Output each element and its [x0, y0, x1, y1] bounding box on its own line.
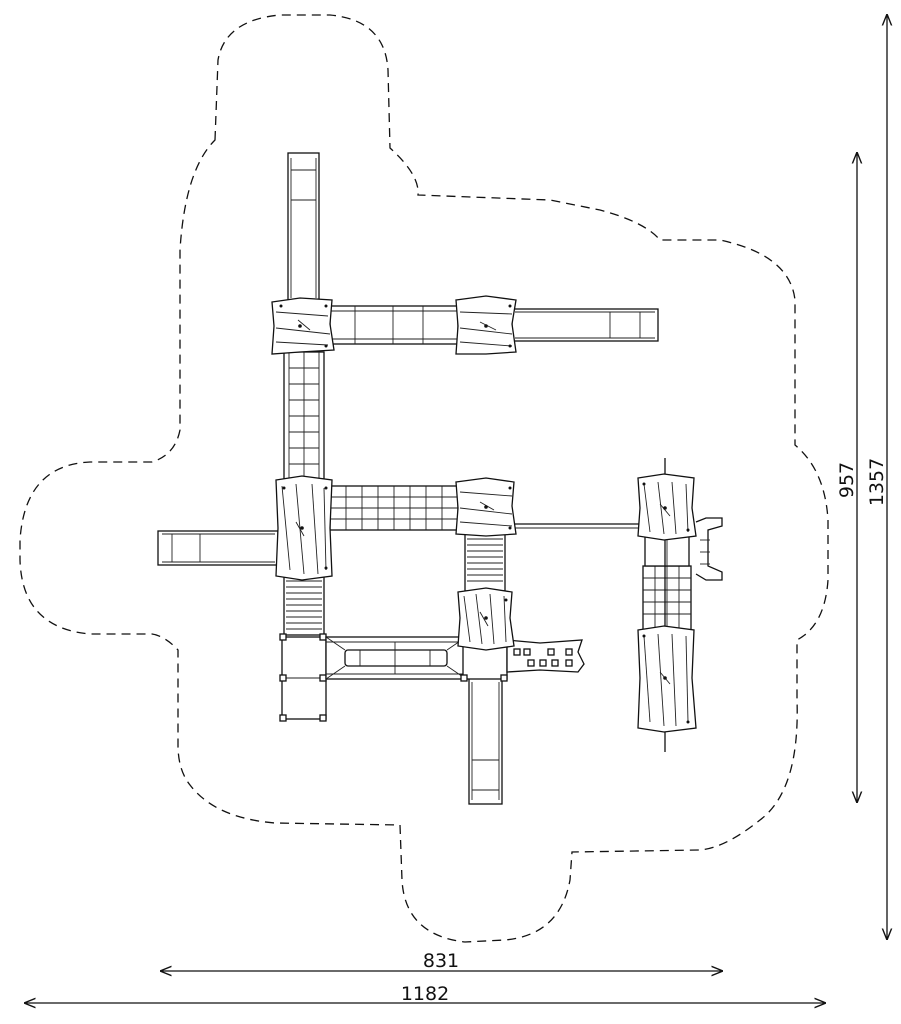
- net-right: [642, 535, 692, 631]
- climbing-wall-panel: [506, 639, 585, 673]
- tower-bottom-middle: [457, 587, 515, 651]
- dimension-outer-height-label: 1357: [866, 458, 888, 506]
- bridge-middle-net: [329, 485, 459, 531]
- bridge-bottom: [325, 636, 467, 680]
- steps-left: [283, 574, 325, 636]
- safety-zone-outline: [19, 14, 829, 943]
- tower-middle-left: [275, 475, 333, 581]
- dimension-inner-width: 831: [160, 950, 723, 972]
- tower-middle-center: [455, 477, 517, 537]
- rope-traverse: [512, 523, 640, 529]
- slide-left: [157, 530, 279, 566]
- tower-top-left: [271, 297, 335, 355]
- slide-top: [287, 152, 320, 302]
- steps-middle: [464, 532, 506, 592]
- ladder-right: [695, 517, 723, 581]
- tower-top-middle: [455, 295, 517, 355]
- dimension-inner-width-label: 831: [423, 950, 459, 972]
- platform-bottom-left: [279, 633, 327, 722]
- platform-bottom-middle: [460, 644, 508, 682]
- dimension-outer-width: 1182: [24, 983, 826, 1005]
- slide-right: [511, 308, 659, 342]
- dimension-inner-height-label: 957: [836, 462, 858, 498]
- tower-right-top: [637, 473, 697, 541]
- tower-right-bottom: [637, 625, 697, 733]
- dimension-outer-height: 1357: [866, 14, 888, 940]
- slide-bottom: [468, 677, 503, 805]
- bridge-top: [329, 305, 459, 345]
- bridge-left-vertical: [283, 351, 325, 480]
- dimension-inner-height: 957: [836, 152, 858, 803]
- dimension-outer-width-label: 1182: [401, 983, 449, 1005]
